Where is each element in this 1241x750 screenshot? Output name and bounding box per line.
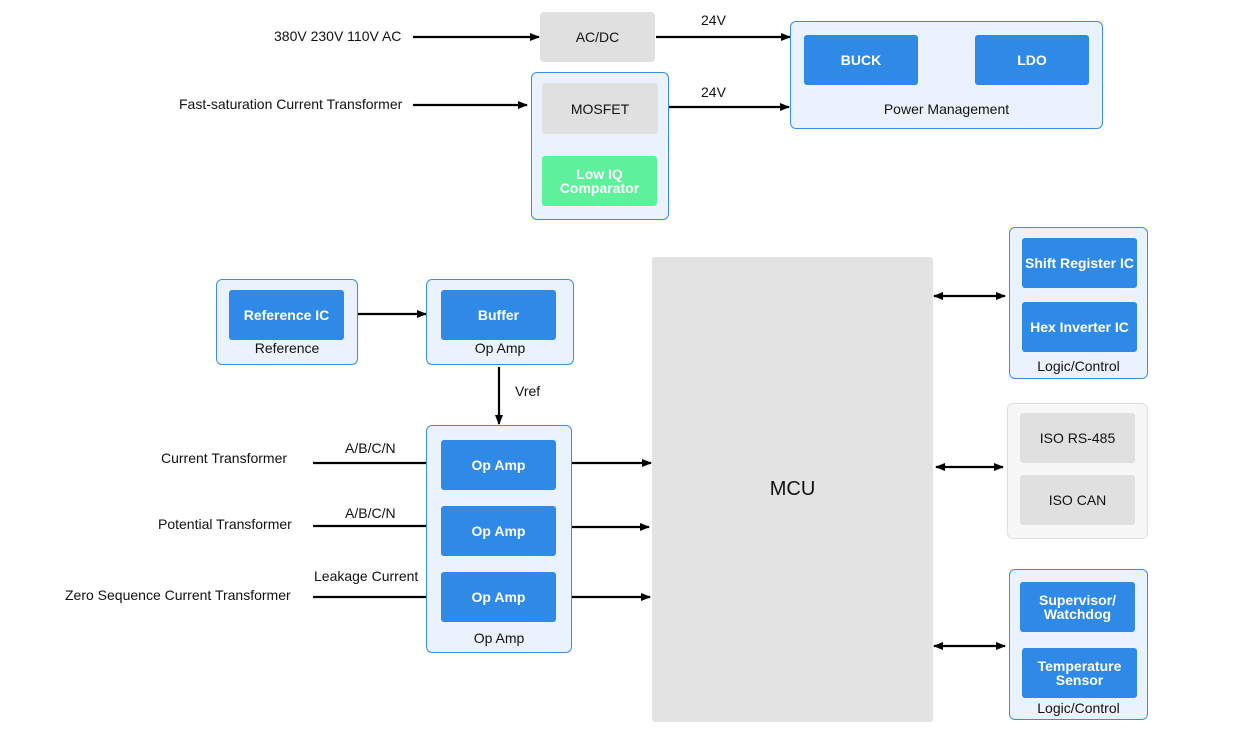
- label-pt-phase: A/B/C/N: [345, 505, 396, 521]
- label-24v-mosfet: 24V: [701, 84, 726, 100]
- input-ac-source: 380V 230V 110V AC: [274, 28, 402, 44]
- input-potential-transformer: Potential Transformer: [158, 516, 292, 532]
- temperature-sensor-block: Temperature Sensor: [1022, 648, 1137, 698]
- label-ct-phase: A/B/C/N: [345, 440, 396, 456]
- label-leakage-current: Leakage Current: [314, 568, 419, 584]
- supervisor-watchdog-block: Supervisor/ Watchdog: [1020, 582, 1135, 632]
- shift-register-block: Shift Register IC: [1022, 238, 1137, 288]
- label-vref: Vref: [515, 383, 541, 399]
- op-amp-ct-block: Op Amp: [441, 440, 556, 490]
- input-fast-ct: Fast-saturation Current Transformer: [179, 96, 403, 112]
- hex-inverter-block: Hex Inverter IC: [1022, 302, 1137, 352]
- mcu-block: MCU: [652, 257, 933, 722]
- op-amp-zsct-block: Op Amp: [441, 572, 556, 622]
- input-current-transformer: Current Transformer: [161, 450, 288, 466]
- iso-rs485-block: ISO RS-485: [1020, 413, 1135, 463]
- logic-control-caption-top: Logic/Control: [1037, 358, 1120, 374]
- iso-can-block: ISO CAN: [1020, 475, 1135, 525]
- low-iq-comparator-block: Low IQ Comparator: [542, 156, 657, 206]
- buffer-caption: Op Amp: [474, 340, 526, 356]
- label-24v-acdc: 24V: [701, 12, 726, 28]
- mosfet-block: MOSFET: [542, 83, 658, 134]
- buffer-block: Buffer: [441, 290, 556, 340]
- reference-caption: Reference: [254, 340, 320, 356]
- acdc-block: AC/DC: [540, 12, 655, 62]
- power-management-caption: Power Management: [883, 101, 1010, 117]
- ldo-block: LDO: [975, 35, 1089, 85]
- buck-block: BUCK: [804, 35, 918, 85]
- input-zero-sequence-ct: Zero Sequence Current Transformer: [65, 587, 291, 603]
- logic-control-caption-bottom: Logic/Control: [1037, 700, 1120, 716]
- reference-ic-block: Reference IC: [229, 290, 344, 340]
- op-amp-pt-block: Op Amp: [441, 506, 556, 556]
- op-amp-group-caption: Op Amp: [473, 630, 525, 646]
